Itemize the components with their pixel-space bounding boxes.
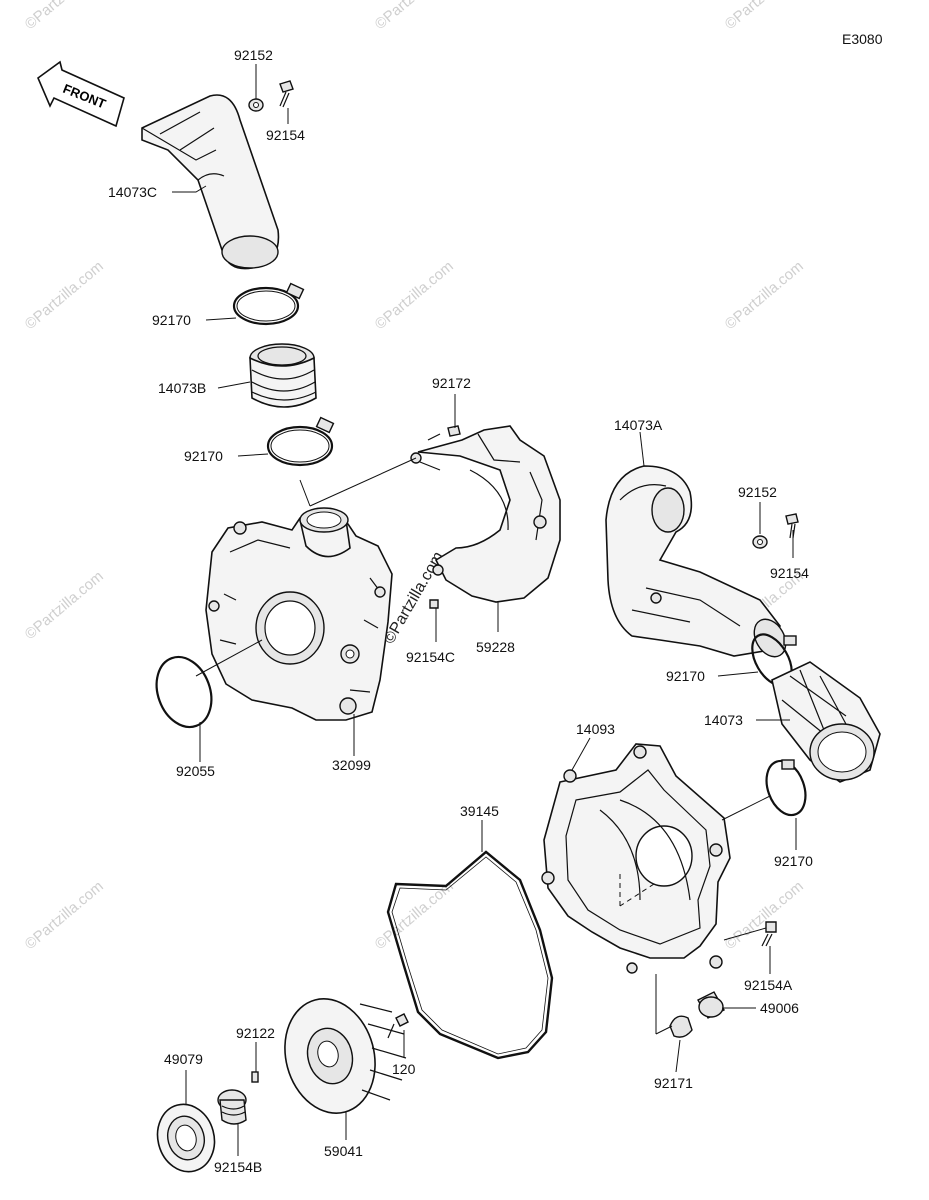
duct-14073: [771, 661, 881, 783]
watermark: ©Partzilla.com: [22, 568, 107, 643]
part-label[interactable]: 120: [392, 1061, 416, 1077]
part-label[interactable]: 92170: [184, 448, 223, 464]
clamp-92170-d-icon: [765, 759, 807, 817]
part-label[interactable]: 92171: [654, 1075, 693, 1091]
part-label[interactable]: 14073: [704, 712, 743, 728]
clip-92171-icon: [669, 1015, 693, 1038]
watermark: ©Partzilla.com: [722, 0, 807, 33]
part-label[interactable]: 14073B: [158, 380, 206, 396]
watermark: ©Partzilla.com: [372, 258, 457, 333]
part-label[interactable]: 92152: [738, 484, 777, 500]
cover-59228: [410, 425, 561, 603]
part-label[interactable]: 39145: [460, 803, 499, 819]
leader-lines: [172, 64, 797, 1156]
clamp-92170-a-icon: [232, 282, 305, 326]
watermark: ©Partzilla.com: [22, 258, 107, 333]
part-label[interactable]: 49079: [164, 1051, 203, 1067]
watermark: ©Partzilla.com: [372, 0, 457, 33]
impeller-59041-icon: [284, 998, 407, 1114]
part-label[interactable]: 92122: [236, 1025, 275, 1041]
watermark: ©Partzilla.com: [372, 878, 457, 953]
watermark: ©Partzilla.com: [22, 878, 107, 953]
part-label[interactable]: 14093: [576, 721, 615, 737]
gasket-39145-icon: [386, 850, 554, 1060]
plug-49006-icon: [697, 991, 725, 1019]
duct-14073c: [141, 94, 280, 270]
bolt-120-icon: [387, 1013, 409, 1039]
part-label[interactable]: 92170: [152, 312, 191, 328]
part-label[interactable]: 32099: [332, 757, 371, 773]
bearing-49079-icon: [156, 1103, 216, 1173]
watermark: ©Partzilla.com: [722, 258, 807, 333]
part-label[interactable]: 59041: [324, 1143, 363, 1159]
assembly-lines: [195, 457, 771, 1035]
part-label[interactable]: 92055: [176, 763, 215, 779]
case-14093: [541, 743, 731, 974]
front-arrow-icon: FRONT: [37, 60, 125, 128]
part-label[interactable]: 14073A: [614, 417, 663, 433]
part-label[interactable]: 92154B: [214, 1159, 262, 1175]
boot-14073b-icon: [249, 343, 317, 408]
screw-92172-icon: [427, 425, 461, 441]
bolt-92154-right-icon: [785, 513, 799, 539]
bolt-92154-top-icon: [279, 80, 294, 108]
part-label[interactable]: 92154: [266, 127, 305, 143]
clamp-92170-b-icon: [266, 416, 335, 467]
part-label[interactable]: 92170: [774, 853, 813, 869]
part-label[interactable]: 92154A: [744, 977, 793, 993]
diagram-code: E3080: [842, 31, 883, 47]
duct-14073a: [605, 465, 787, 658]
o-ring-92055-icon: [155, 655, 213, 729]
bolt-92154a-icon: [761, 921, 777, 947]
housing-32099: [205, 507, 393, 721]
nut-92152-right-icon: [752, 535, 768, 549]
part-label[interactable]: 49006: [760, 1000, 799, 1016]
part-label[interactable]: 14073C: [108, 184, 157, 200]
watermark: ©Partzilla.com: [22, 0, 107, 33]
part-label[interactable]: 92172: [432, 375, 471, 391]
part-labels: 92152 92154 14073C 92170 14073B 92170 92…: [108, 47, 813, 1175]
plug-92154b-icon: [217, 1089, 247, 1125]
nut-92152-top-icon: [248, 98, 264, 112]
pin-92122-icon: [251, 1071, 259, 1083]
part-label[interactable]: 92154C: [406, 649, 455, 665]
part-label[interactable]: 92152: [234, 47, 273, 63]
part-label[interactable]: 92170: [666, 668, 705, 684]
part-label[interactable]: 92154: [770, 565, 809, 581]
screw-92154c-icon: [429, 599, 439, 609]
part-label[interactable]: 59228: [476, 639, 515, 655]
